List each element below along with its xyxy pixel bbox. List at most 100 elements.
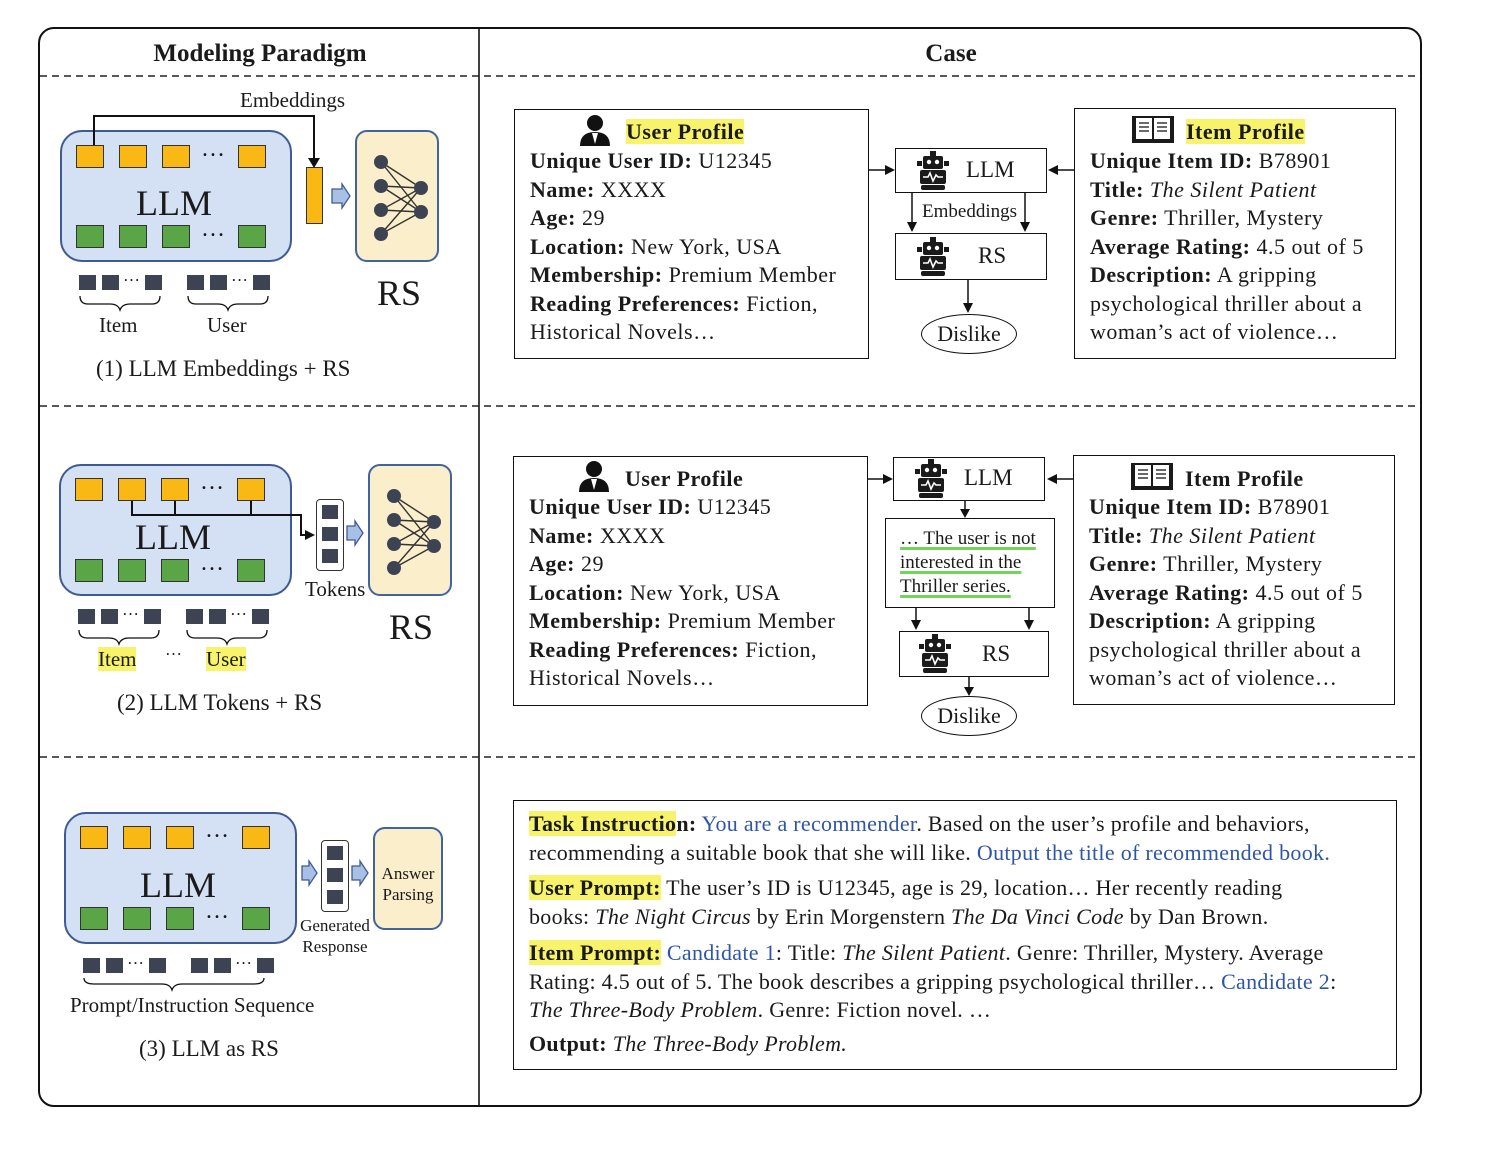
item-prompt: Item Prompt: Candidate 1: Title: The Sil… [529,940,1337,1022]
token [237,478,265,501]
token-dark [106,958,123,973]
field-rating: Average Rating: 4.5 out of 5 [1089,579,1363,605]
neural-network-icon [374,155,428,241]
token-dark [144,609,161,624]
book-icon [1132,116,1174,143]
embedding-vector [306,167,323,224]
reasoning-text: … The user is not interested in the Thri… [900,527,1036,599]
token-dark [191,958,208,973]
generated-response-label: Generated Response [300,916,370,956]
token [166,907,194,930]
user-profile-title: User Profile [626,119,745,144]
robot-icon [917,151,949,190]
ellipsis: … [200,550,224,576]
dislike-result: Dislike [921,696,1017,736]
item-profile-card [1073,455,1395,705]
ellipsis: … [123,266,140,285]
dislike-result: Dislike [921,314,1017,354]
token [76,145,104,168]
field-membership: Membership: Premium Member [530,262,837,287]
robot-icon [915,459,947,498]
user-prompt: User Prompt: The user’s ID is U12345, ag… [529,875,1283,929]
tokens-label: Tokens [305,577,366,601]
token [162,225,190,248]
field-description-line: woman’s act of violence… [1089,665,1338,690]
header-modeling-paradigm: Modeling Paradigm [153,40,367,67]
reasoning-line: … The user is not [900,528,1036,549]
field-name: Name: XXXX [530,176,667,202]
prompt-panel [513,800,1397,1070]
field-item-id: Unique Item ID: B78901 [1090,148,1332,173]
field-reading-preferences: Reading Preferences: Fiction, [530,290,819,316]
item-profile-fields: Unique Item ID: B78901 Title: The Silent… [1090,147,1364,347]
token-dark [322,549,338,563]
field-title: Title: The Silent Patient [1090,176,1317,202]
token [76,225,104,248]
token [80,826,108,849]
token [161,559,189,582]
header-case: Case [925,40,977,67]
user-icon [579,461,609,492]
token [75,478,103,501]
llm-node [895,148,1047,193]
token-dark [186,609,203,624]
token [80,907,108,930]
field-membership: Membership: Premium Member [529,608,836,633]
field-age: Age: 29 [529,551,604,576]
llm-label: LLM [140,865,216,905]
token-dark [83,958,100,973]
book-icon [1131,463,1173,490]
rs-label: RS [389,607,434,647]
field-item-id: Unique Item ID: B78901 [1089,494,1331,519]
token-dark [322,505,338,519]
token-dark [327,868,343,882]
caption-3: (3) LLM as RS [139,1036,279,1061]
ellipsis: … [122,600,139,619]
rs-label: RS [377,273,422,313]
ellipsis: … [230,600,247,619]
answer-parsing-label: Answer Parsing [381,864,435,904]
reasoning-box [885,518,1055,608]
token [242,826,270,849]
token [119,145,147,168]
ellipsis: … [127,949,144,968]
field-location: Location: New York, USA [529,579,781,605]
field-reading-preferences-cont: Historical Novels… [530,319,716,344]
rs-node [895,233,1047,280]
field-description: Description: A gripping [1090,262,1317,287]
rs-node-label: RS [978,243,1007,268]
field-genre: Genre: Thriller, Mystery [1090,205,1324,230]
user-profile-card [513,456,868,706]
item-profile-card [1074,108,1396,359]
field-user-id: Unique User ID: U12345 [529,494,772,519]
token [118,559,146,582]
llm-node-label: LLM [966,157,1015,182]
ellipsis: … [165,640,182,659]
item-profile-title: Item Profile [1185,466,1304,491]
field-reading-preferences: Reading Preferences: Fiction, [529,636,818,662]
caption-2: (2) LLM Tokens + RS [117,690,323,715]
ellipsis: … [201,216,225,242]
field-description-line: psychological thriller about a [1089,636,1362,662]
user-profile-fields: Unique User ID: U12345 Name: XXXX Age: 2… [529,493,835,693]
user-profile-card [514,109,869,359]
token-dark [187,275,204,290]
ellipsis: … [235,949,252,968]
field-title: Title: The Silent Patient [1089,522,1316,548]
item-profile-title: Item Profile [1186,119,1305,144]
item-label: Item [99,313,138,337]
token-dark [102,275,119,290]
token [118,478,146,501]
token [162,145,190,168]
token-dark [210,275,227,290]
token [166,826,194,849]
ellipsis: … [200,469,224,495]
field-user-id: Unique User ID: U12345 [530,148,773,173]
token [161,478,189,501]
